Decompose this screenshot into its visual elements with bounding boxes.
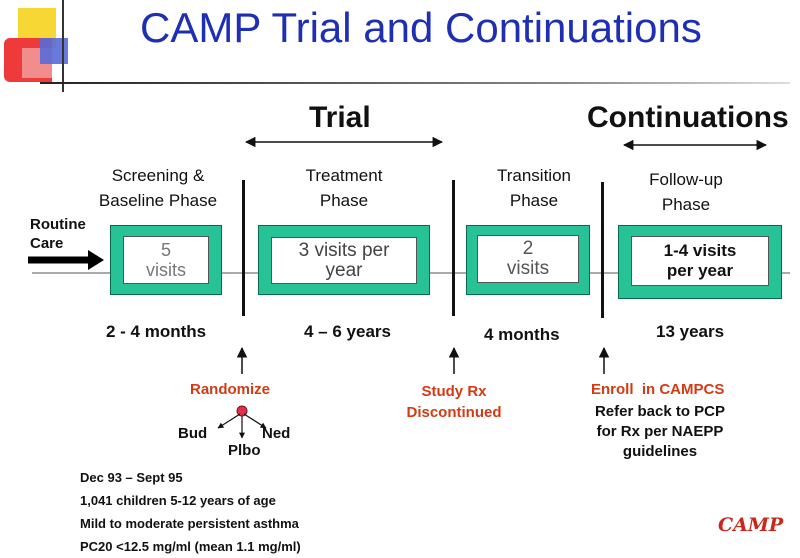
note-asthma: Mild to moderate persistent asthma xyxy=(80,516,299,531)
arm-plbo-label: Plbo xyxy=(228,442,261,459)
duration-transition: 4 months xyxy=(484,325,560,344)
note-pc20: PC20 <12.5 mg/ml (mean 1.1 mg/ml) xyxy=(80,539,301,554)
randomize-label: Randomize xyxy=(190,381,271,398)
arm-bud-label: Bud xyxy=(178,425,208,442)
routine-care-arrowhead xyxy=(88,250,104,270)
enroll-label: Enroll in CAMPCS xyxy=(591,381,725,398)
continuations-heading: Continuations xyxy=(587,101,789,134)
study-notes: Dec 93 – Sept 95 1,041 children 5-12 yea… xyxy=(80,466,301,558)
separator-3 xyxy=(601,182,604,318)
note-children: 1,041 children 5-12 years of age xyxy=(80,493,276,508)
arm-ned-label: Ned xyxy=(262,425,291,442)
trial-heading: Trial xyxy=(309,101,371,134)
separator-1 xyxy=(242,180,245,316)
page-title: CAMP Trial and Continuations xyxy=(140,4,702,51)
camp-logo: CAMP xyxy=(718,514,784,536)
separator-2 xyxy=(452,180,455,316)
duration-followup: 13 years xyxy=(656,322,725,341)
title-vertical-rule xyxy=(62,0,64,92)
note-dates: Dec 93 – Sept 95 xyxy=(80,470,183,485)
duration-screening: 2 - 4 months xyxy=(106,322,207,341)
duration-treatment: 4 – 6 years xyxy=(304,322,391,341)
title-underline xyxy=(40,82,790,84)
bud-branch xyxy=(217,413,241,429)
phase-label-screening: Screening &Baseline Phase xyxy=(98,166,218,210)
ned-branch xyxy=(243,413,267,429)
